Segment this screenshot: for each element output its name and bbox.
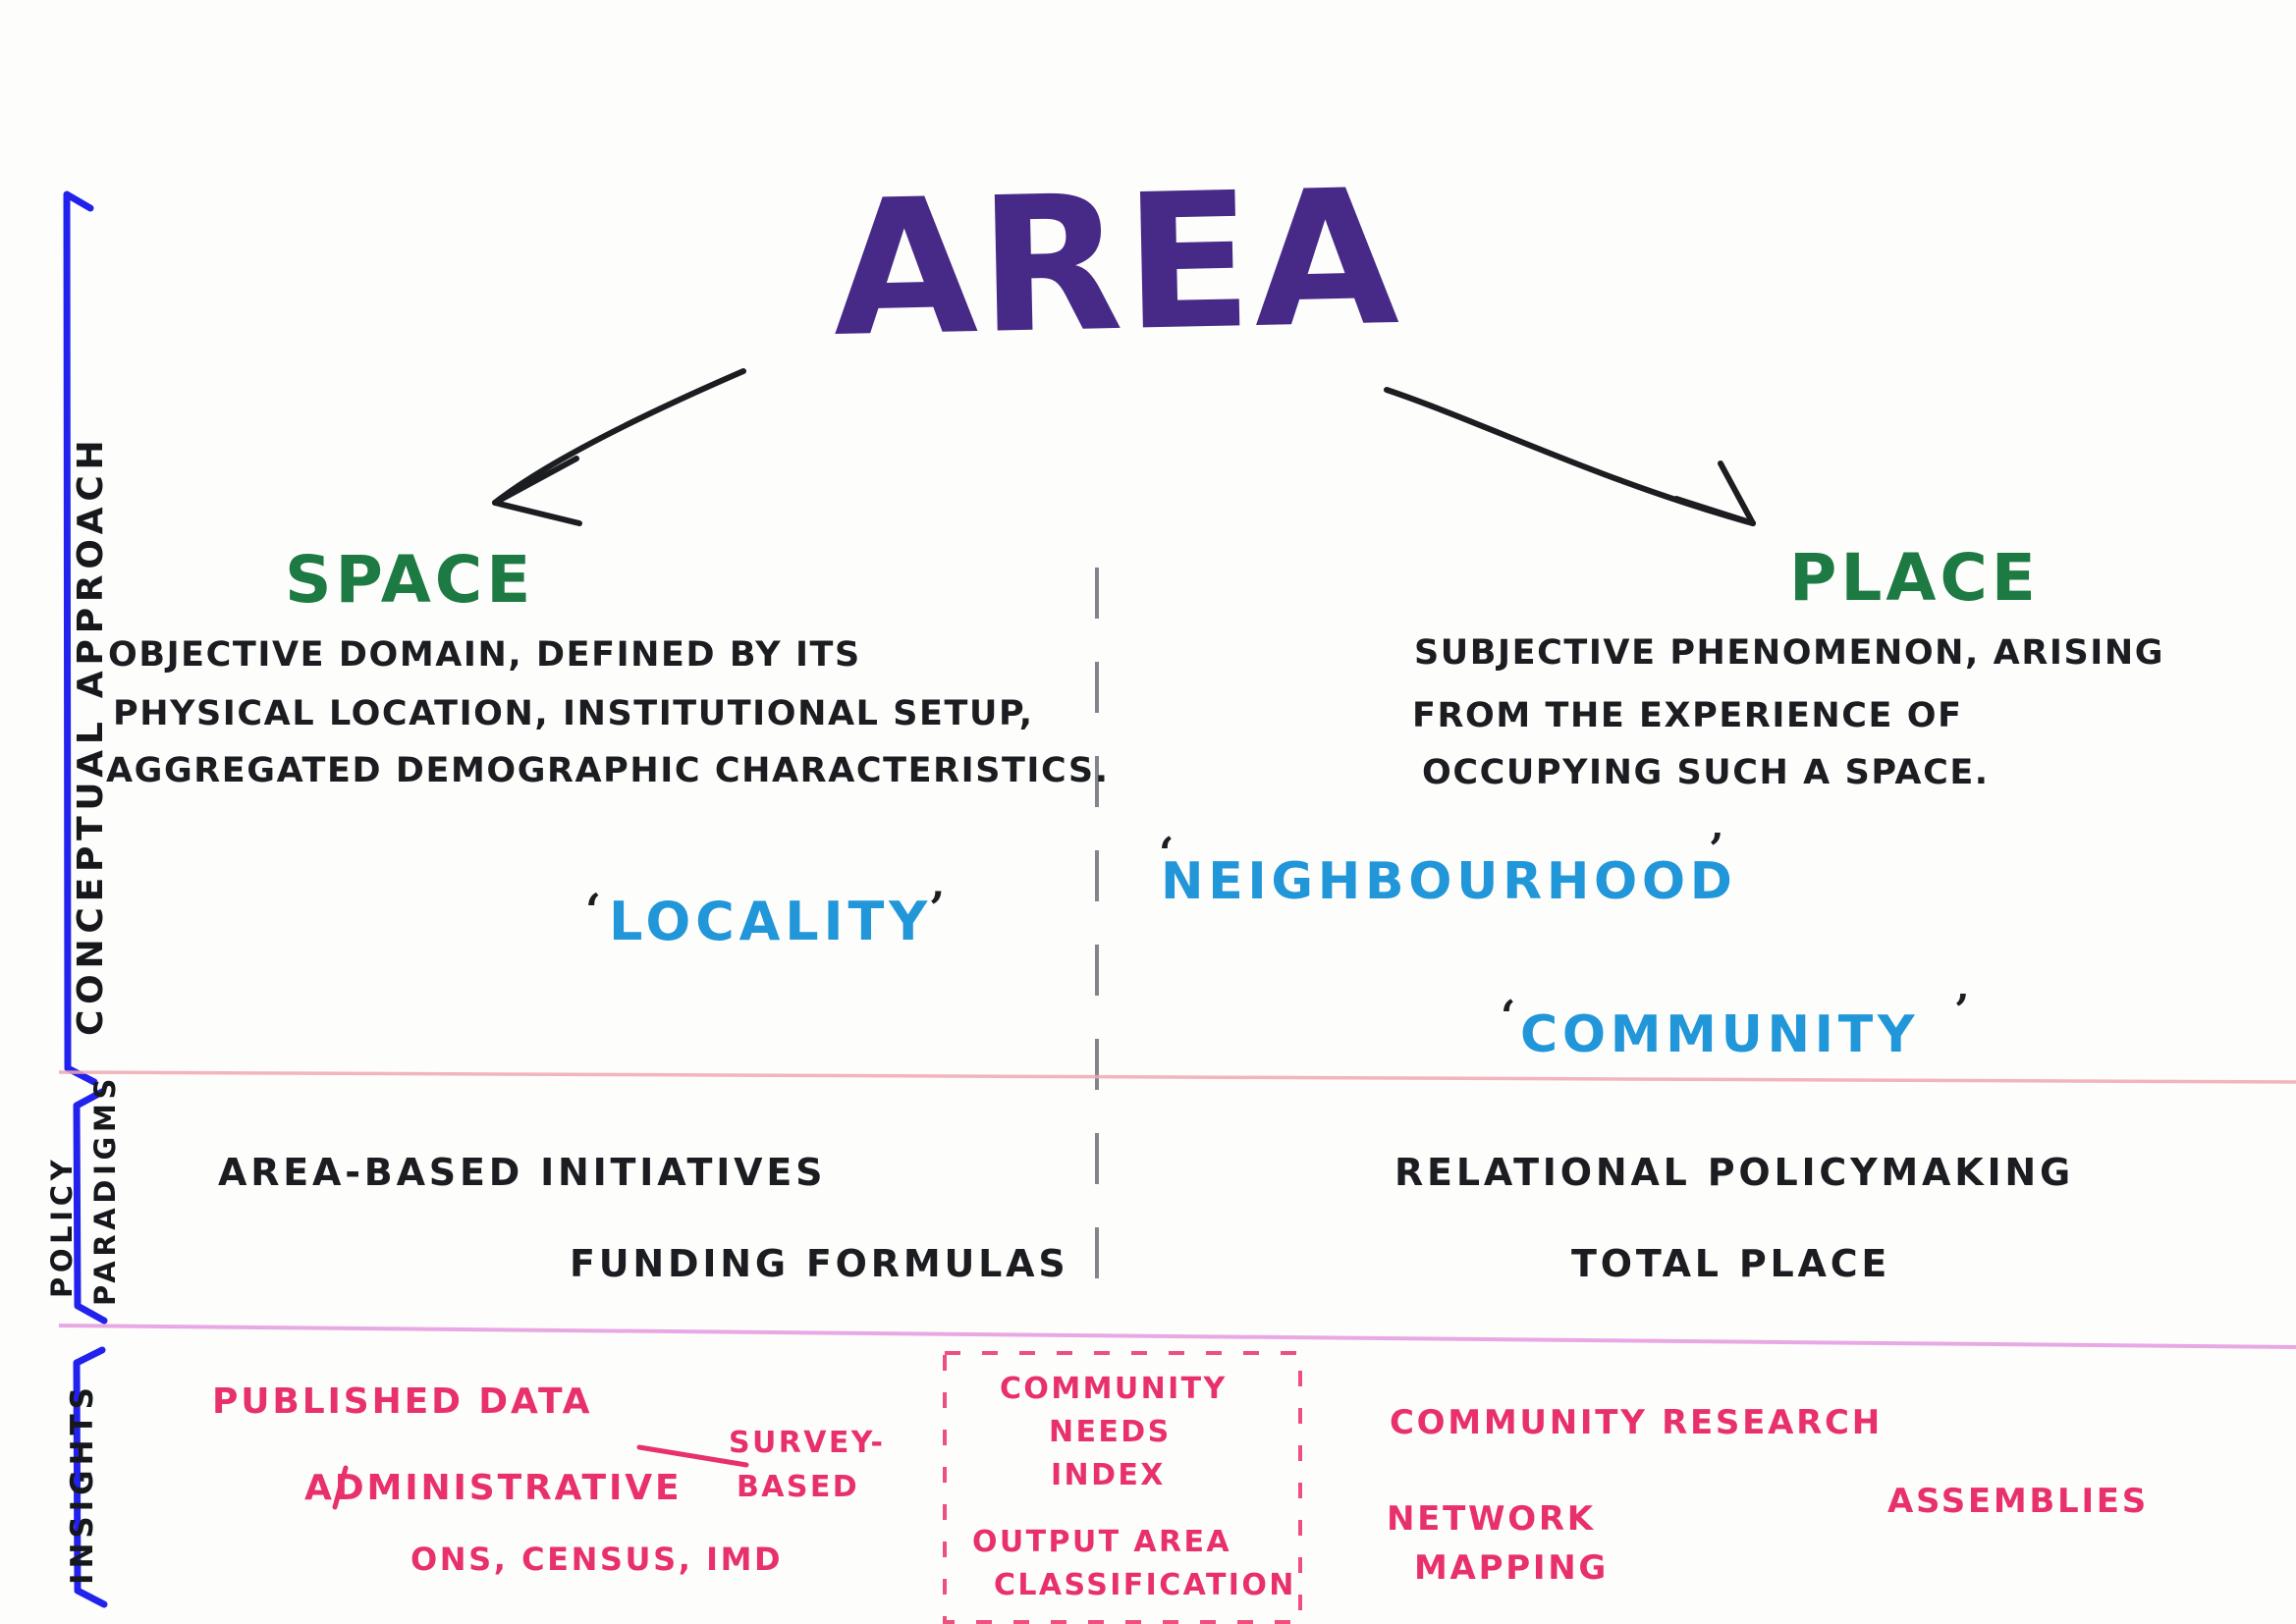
space-insight-published-data: PUBLISHED DATA [212, 1381, 593, 1422]
middle-insight-index: INDEX [1051, 1458, 1166, 1492]
place-insight-community-research: COMMUNITY RESEARCH [1390, 1403, 1883, 1442]
row-separator-policy-insights [58, 1324, 2296, 1349]
place-description-line-2: FROM THE EXPERIENCE OF [1412, 696, 1963, 735]
column-heading-place: PLACE [1789, 540, 2040, 616]
locality-open-quote: ‘ [585, 884, 602, 937]
row-separator-conceptual-policy [58, 1070, 2296, 1084]
row-label-paradigms: PARADIGMS [88, 1074, 122, 1306]
middle-insight-needs: NEEDS [1049, 1415, 1172, 1449]
space-description-line-1: OBJECTIVE DOMAIN, DEFINED BY ITS [108, 635, 861, 675]
space-description-line-3: AGGREGATED DEMOGRAPHIC CHARACTERISTICS. [106, 751, 1110, 790]
row-label-insights: INSIGHTS [65, 1382, 100, 1585]
locality-close-quote: ’ [929, 882, 946, 935]
place-policy-line-1: RELATIONAL POLICYMAKING [1394, 1151, 2075, 1194]
arrow-to-space-icon [492, 368, 746, 526]
community-close-quote: ’ [1954, 986, 1970, 1036]
neighbourhood-close-quote: ’ [1709, 825, 1724, 875]
space-insight-administrative: ADMINISTRATIVE [304, 1468, 683, 1508]
space-policy-line-1: AREA-BASED INITIATIVES [218, 1151, 827, 1194]
space-insight-survey-based-line-2: BASED [737, 1470, 860, 1504]
place-description-line-3: OCCUPYING SUCH A SPACE. [1422, 753, 1990, 792]
neighbourhood-open-quote: ‘ [1159, 829, 1175, 879]
community-open-quote: ‘ [1501, 992, 1516, 1042]
space-insight-ons-census-imd: ONS, CENSUS, IMD [410, 1541, 784, 1578]
space-insight-survey-based-line-1: SURVEY- [729, 1426, 886, 1460]
space-policy-line-2: FUNDING FORMULAS [570, 1242, 1069, 1285]
middle-insight-output-area: OUTPUT AREA [972, 1525, 1232, 1559]
middle-insight-community: COMMUNITY [1000, 1372, 1228, 1406]
row-label-policy: POLICY [45, 1155, 79, 1298]
concept-locality: LOCALITY [609, 891, 933, 952]
arrow-to-place-icon [1384, 387, 1756, 526]
concept-community: COMMUNITY [1520, 1005, 1920, 1064]
row-label-conceptual-approach: CONCEPTUAL APPROACH [71, 434, 111, 1036]
page-title: AREA [830, 148, 1402, 378]
concept-neighbourhood: NEIGHBOURHOOD [1161, 852, 1737, 911]
place-insight-assemblies: ASSEMBLIES [1887, 1482, 2149, 1521]
space-description-line-2: PHYSICAL LOCATION, INSTITUTIONAL SETUP, [113, 694, 1034, 733]
middle-insight-classification: CLASSIFICATION [994, 1568, 1296, 1602]
place-policy-line-2: TOTAL PLACE [1571, 1242, 1891, 1285]
place-description-line-1: SUBJECTIVE PHENOMENON, ARISING [1414, 633, 2165, 673]
place-insight-network: NETWORK [1387, 1499, 1596, 1539]
place-insight-mapping: MAPPING [1414, 1548, 1610, 1588]
column-heading-space: SPACE [285, 542, 535, 618]
